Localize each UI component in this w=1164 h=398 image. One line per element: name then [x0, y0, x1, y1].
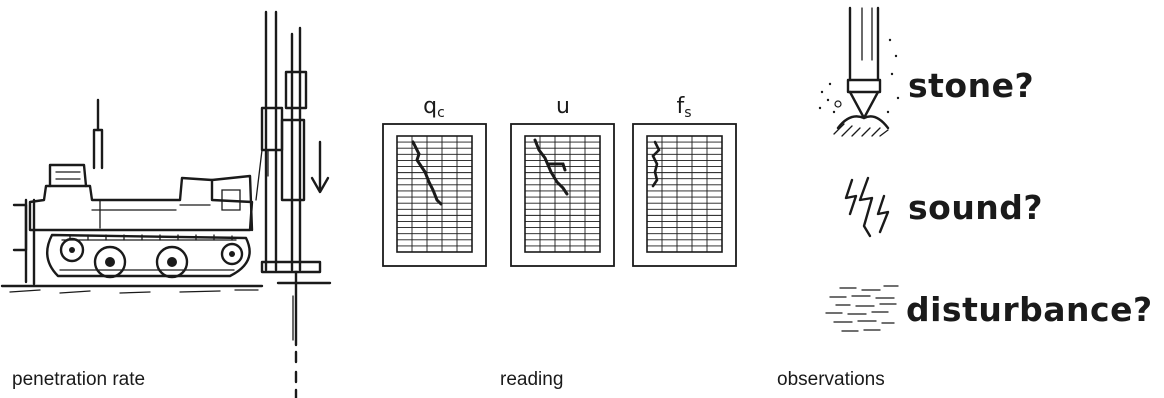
strip-chart-u: [510, 123, 615, 267]
disturbance-dashes-icon: [825, 285, 899, 332]
strip-chart-fs: [632, 123, 737, 267]
chart-grid: [647, 136, 722, 252]
chart-label-u: u: [556, 94, 570, 119]
strip-chart-qc: [382, 123, 487, 267]
chart-label-qc: qc: [423, 94, 445, 121]
chart-grid: [525, 136, 600, 252]
caption-reading: reading: [500, 369, 563, 390]
qc-trace: [411, 140, 443, 206]
chart-label-fs: fs: [676, 94, 691, 121]
observation-disturbance: disturbance?: [906, 290, 1153, 329]
cone-hitting-stone-icon: [818, 6, 900, 137]
down-arrow-icon: [310, 140, 330, 194]
observation-sound: sound?: [908, 188, 1043, 227]
lightning-sound-icon: [844, 176, 890, 238]
chart-grid: [397, 136, 472, 252]
crawler-cpt-rig-icon: [0, 10, 332, 398]
caption-penetration-rate: penetration rate: [12, 369, 145, 390]
caption-observations: observations: [777, 369, 885, 390]
fs-trace: [651, 140, 661, 188]
u-trace: [533, 138, 569, 196]
observation-stone: stone?: [908, 66, 1034, 105]
